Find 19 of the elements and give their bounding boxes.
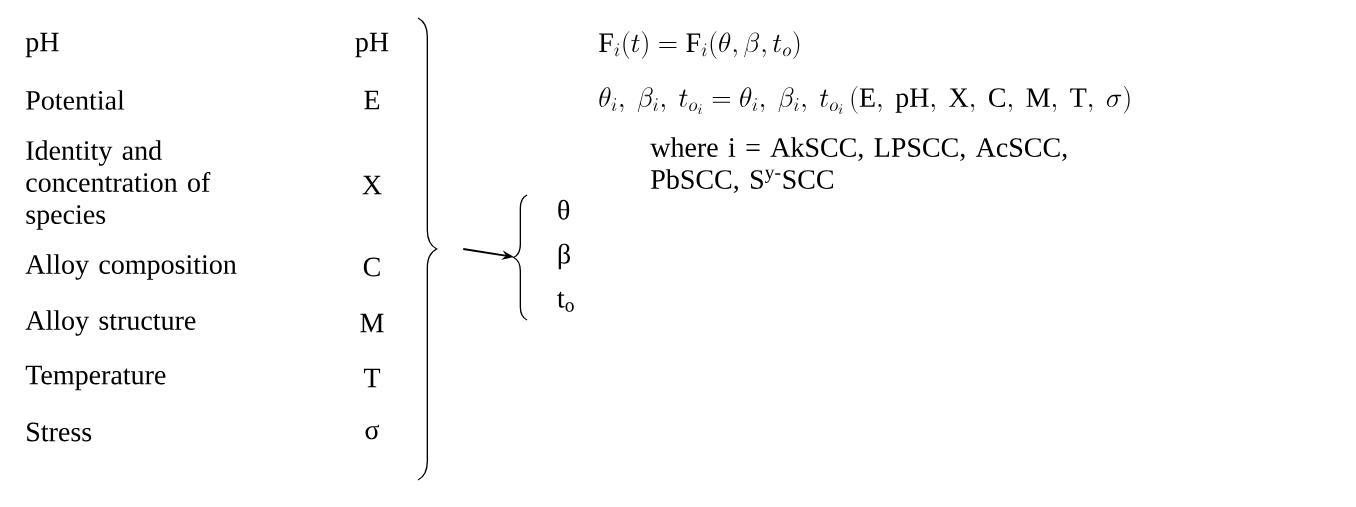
variable-name: Stress — [27, 422, 92, 442]
curly-brace — [417, 17, 438, 481]
variable-name: Alloy structure — [25, 310, 196, 336]
variable-symbol: C — [363, 257, 380, 277]
variable-symbol: X — [362, 175, 382, 195]
variable-symbol: E — [364, 90, 380, 110]
variable-symbol: M — [360, 313, 384, 333]
variable-symbol: pH — [355, 32, 389, 58]
variable-name: pH — [25, 32, 59, 58]
symbol-group: θ β t$_{o}$ — [513, 194, 574, 321]
variable-name: Potential — [26, 90, 125, 110]
variable-symbol: σ — [365, 424, 380, 440]
equation: $\mathrm{F}_i(t) = \mathrm{F}_i(\theta, \beta, t_o)$ — [599, 31, 800, 59]
variable-name: Temperature — [25, 365, 166, 391]
equation: $\theta_i,\ \beta_i,\ t_{o_i} = \theta_i,\ \beta_i,\ t_{o_i}\,(\mathrm{E},\ \mathrm{pH},\ \mathrm{X},\ \mathrm{C},\ \mathrm{M},\ \mathrm{T},\ \sigma)$ — [599, 86, 1130, 115]
variable-symbol: T — [363, 368, 381, 388]
variable-name: Alloy composition — [25, 254, 237, 280]
note: where i = AkSCC, LPSCC, AcSCC, PbSCC, S$^{y-}$SCC — [650, 137, 1067, 193]
variable-name: Identity and concentration of species — [26, 140, 211, 230]
